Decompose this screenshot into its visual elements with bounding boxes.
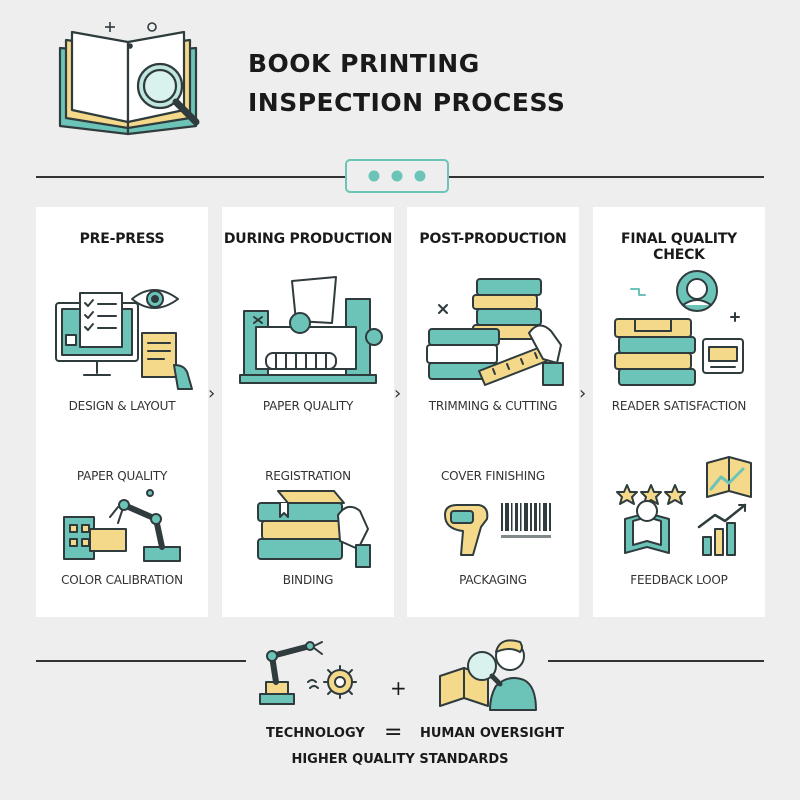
stage-label-bottom: COLOR CALIBRATION [61,573,183,587]
human-oversight-label: HUMAN OVERSIGHT [420,726,565,741]
stage-label-middle: COVER FINISHING [441,469,545,483]
dots-badge-icon [345,159,449,193]
top-divider-right [448,176,764,178]
stage-heading: DURING PRODUCTION [223,231,393,247]
robot-arm-gear-icon [259,641,357,705]
page-title-line-1: BOOK PRINTING [248,49,480,78]
stage-panel-final-quality-check: FINAL QUALITY CHECK READER SATISFACTION [593,207,765,617]
books-reader-icon [614,270,744,386]
books-ruler-icon [426,278,564,386]
barcode-scanner-icon [444,503,551,556]
book-magnifier-icon [58,22,200,136]
printing-press-icon [239,276,383,384]
stage-label-top: TRIMMING & CUTTING [428,399,558,413]
stage-panel-pre-press: PRE-PRESS DESIGN & LAYOUT PAPER QUALITY [36,207,208,617]
result-label: HIGHER QUALITY STANDARDS [291,752,509,767]
stage-heading: FINAL QUALITY CHECK [620,231,737,263]
technology-label: TECHNOLOGY [266,726,365,741]
bottom-divider-left [36,660,246,662]
computer-eye-icon [55,289,193,390]
stage-label-middle: REGISTRATION [265,469,351,483]
stage-label-top: PAPER QUALITY [262,399,354,413]
stars-chart-icon [616,456,752,556]
stage-label-top: DESIGN & LAYOUT [68,399,176,413]
stage-panel-during-production: DURING PRODUCTION PAPER QUALITY REGISTRA… [222,207,394,617]
stage-heading: PRE-PRESS [79,231,165,247]
stage-label-bottom: BINDING [282,573,334,587]
page-title-line-2: INSPECTION PROCESS [248,88,566,117]
stage-panel-post-production: POST-PRODUCTION TRIMMING & CUTTING COVER… [407,207,579,617]
plus-sign: + [390,676,407,700]
bottom-divider-right [548,660,764,662]
stage-heading: POST-PRODUCTION [419,231,567,247]
top-divider-left [36,176,346,178]
book-stack-hand-icon [257,490,371,568]
chevron-right-icon: › [394,383,402,404]
robot-arm-icon [63,489,181,562]
stage-label-bottom: PACKAGING [459,573,527,587]
equals-sign: = [384,720,403,745]
chevron-right-icon: › [208,383,216,404]
stage-label-middle: PAPER QUALITY [76,469,168,483]
person-book-magnifier-icon [439,639,537,711]
chevron-right-icon: › [579,383,587,404]
stage-label-top: READER SATISFACTION [611,399,747,413]
stage-label-bottom: FEEDBACK LOOP [630,573,728,587]
